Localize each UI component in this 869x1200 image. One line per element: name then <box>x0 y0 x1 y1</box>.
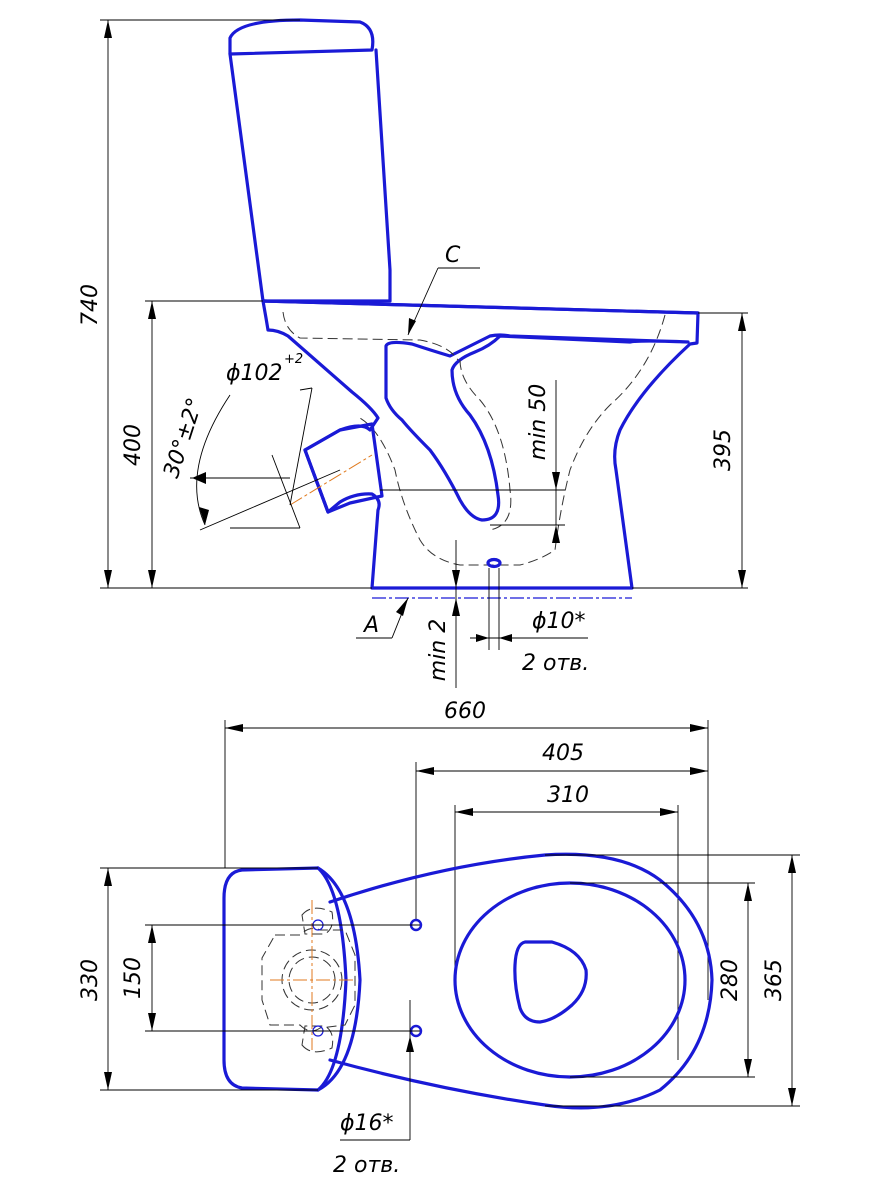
label-phi102-tol: +2 <box>284 352 303 367</box>
hidden-trap <box>459 359 512 531</box>
outlet-centerline <box>289 454 373 506</box>
hidden-flush <box>359 314 666 566</box>
cistern-body <box>228 48 392 303</box>
label-holes-side: 2 отв. <box>522 651 589 676</box>
label-angle: 30°±2° <box>159 395 208 481</box>
label-c: C <box>445 243 461 268</box>
outlet-face <box>303 448 330 514</box>
angle-leader <box>199 469 341 531</box>
label-740: 740 <box>78 284 103 326</box>
label-330: 330 <box>78 959 103 1001</box>
bolt-boss-bottom <box>301 1025 334 1053</box>
label-holes-top: 2 отв. <box>333 1153 400 1178</box>
trap-inner <box>384 333 690 522</box>
label-660: 660 <box>444 699 486 724</box>
dim-102-ref-2 <box>289 387 313 506</box>
label-150: 150 <box>121 957 146 999</box>
label-365: 365 <box>762 959 787 1001</box>
mounting-hole-side <box>486 557 502 569</box>
side-view: 740 400 395 min 50 ϕ102 +2 30°± <box>78 18 748 688</box>
bowl-outline <box>261 299 700 590</box>
label-min2: min 2 <box>426 619 451 681</box>
label-min50: min 50 <box>526 384 551 460</box>
bowl-opening <box>513 940 588 1024</box>
label-a: A <box>362 613 379 638</box>
angle-arc <box>196 394 231 526</box>
rim-line <box>261 299 700 315</box>
bowl-body-top <box>328 852 714 1110</box>
cistern-tank <box>228 18 375 56</box>
hidden-outlet-top <box>261 927 356 1032</box>
bolt-boss-top <box>301 907 334 935</box>
dim-102-line <box>271 454 301 529</box>
seat-outer <box>453 881 687 1079</box>
tank-top <box>222 866 362 1092</box>
top-view: 660 405 310 <box>78 699 800 1178</box>
label-400: 400 <box>121 424 146 466</box>
label-405: 405 <box>542 741 584 766</box>
label-phi102: ϕ102 <box>226 361 283 386</box>
dim-102-ref-1 <box>299 387 313 391</box>
hidden-channel <box>282 311 459 361</box>
label-phi16: ϕ16* <box>340 1111 394 1136</box>
label-395: 395 <box>711 429 736 471</box>
label-280: 280 <box>718 959 743 1001</box>
label-phi10: ϕ10* <box>532 609 586 634</box>
label-310: 310 <box>547 783 589 808</box>
